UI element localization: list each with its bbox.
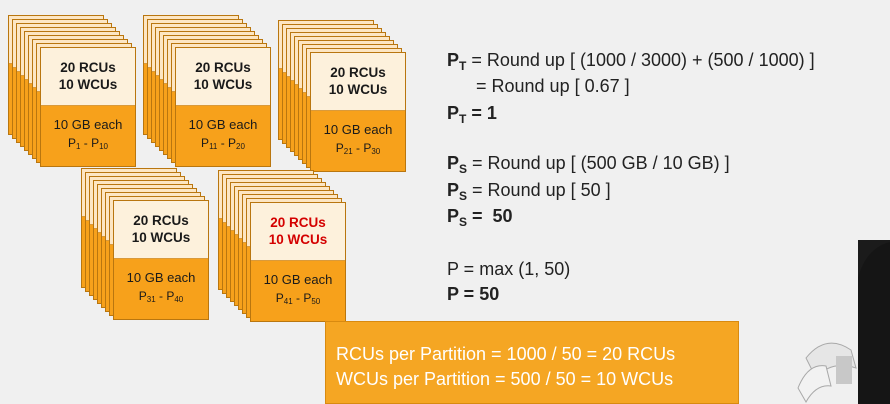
- wcu-label: 10 WCUs: [131, 230, 191, 246]
- pt-equation-line1: PT = Round up [ (1000 / 3000) + (500 / 1…: [447, 50, 815, 73]
- rcu-label: 20 RCUs: [133, 213, 189, 229]
- rcu-label: 20 RCUs: [270, 215, 326, 231]
- size-label: 10 GB each: [263, 272, 333, 288]
- partition-range-label: P31 - P40: [138, 289, 184, 305]
- size-label: 10 GB each: [188, 117, 258, 133]
- presenter-image: [797, 240, 890, 404]
- rcu-label: 20 RCUs: [330, 65, 386, 81]
- partition-capacity-box: RCUs per Partition = 1000 / 50 = 20 RCUs…: [325, 321, 739, 404]
- size-label: 10 GB each: [323, 122, 393, 138]
- ps-equation-line2: PS = Round up [ 50 ]: [447, 180, 611, 203]
- size-label: 10 GB each: [126, 270, 196, 286]
- ps-equation-line1: PS = Round up [ (500 GB / 10 GB) ]: [447, 153, 730, 176]
- rcu-label: 20 RCUs: [60, 60, 116, 76]
- pt-result: PT = 1: [447, 103, 497, 126]
- wcu-label: 10 WCUs: [193, 77, 253, 93]
- partition-range-label: P11 - P20: [201, 136, 245, 152]
- p-max-equation: P = max (1, 50): [447, 259, 571, 279]
- partition-range-label: P21 - P30: [335, 141, 381, 157]
- wcu-label: 10 WCUs: [268, 232, 328, 248]
- pt-equation-line2: = Round up [ 0.67 ]: [476, 76, 630, 96]
- storage-label: 10 GB each P1 - P10: [41, 106, 135, 167]
- size-label: 10 GB each: [53, 117, 123, 133]
- rcus-per-partition: RCUs per Partition = 1000 / 50 = 20 RCUs: [336, 344, 676, 364]
- partition-range-label: P41 - P50: [275, 291, 321, 307]
- p-final-result: P = 50: [447, 284, 500, 304]
- wcus-per-partition: WCUs per Partition = 500 / 50 = 10 WCUs: [336, 369, 674, 389]
- wcu-label: 10 WCUs: [328, 82, 388, 98]
- wcu-label: 10 WCUs: [58, 77, 118, 93]
- rcu-label: 20 RCUs: [195, 60, 251, 76]
- ps-result: PS = 50: [447, 206, 513, 229]
- partition-range-label: P1 - P10: [67, 136, 109, 152]
